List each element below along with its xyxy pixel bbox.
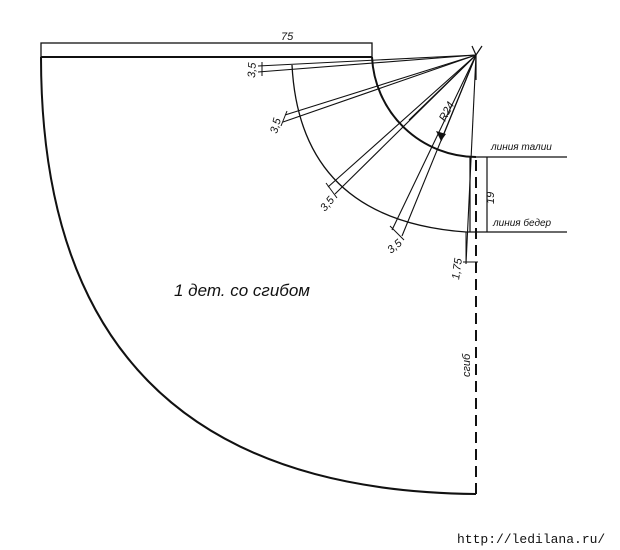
source-url: http://ledilana.ru/ (457, 532, 605, 547)
top-width-dimension (40, 42, 373, 58)
piece-label: 1 дет. со сгибом (174, 281, 310, 300)
waist-line-label: линия талии (490, 142, 552, 153)
top-width-label: 75 (281, 31, 294, 43)
dart-width-ticks (261, 62, 405, 241)
hip-curve (291, 64, 467, 233)
hip-depth-label: 19 (485, 192, 497, 204)
side-offset-ticks (463, 232, 478, 263)
fold-label: сгиб (461, 353, 473, 377)
hip-line-label: линия бедер (492, 217, 552, 229)
reference-lines (466, 156, 567, 233)
dart-width-label-4: 3,5 (385, 237, 405, 257)
dart-width-label-2: 3,5 (268, 116, 284, 135)
dart-width-label-3: 3,5 (318, 194, 338, 214)
dart-lines (257, 54, 477, 265)
radius-label: R24 (437, 100, 457, 123)
dart-width-label-1: 3,5 (246, 61, 259, 78)
skirt-outline (40, 56, 477, 495)
side-offset-label: 1,75 (450, 257, 465, 281)
